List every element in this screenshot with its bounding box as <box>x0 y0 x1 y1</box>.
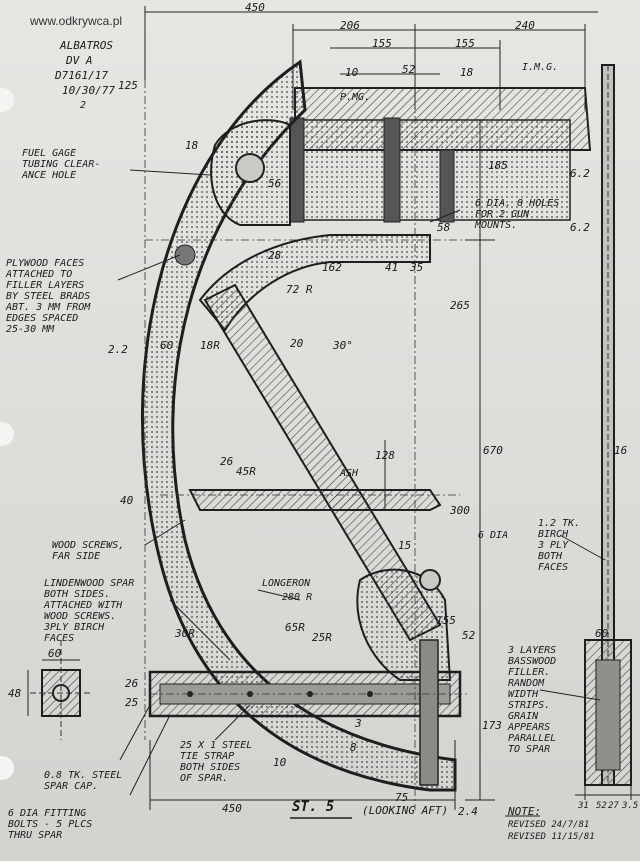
note-plywood-faces: PLYWOOD FACES ATTACHED TO FILLER LAYERS … <box>6 258 91 335</box>
note-title: NOTE: <box>508 805 542 818</box>
note-spar-cap: 0.8 TK. STEEL SPAR CAP. <box>44 770 123 792</box>
dim-155-right: 155 <box>455 37 475 50</box>
punch-hole <box>0 756 14 780</box>
note-basswood: 3 LAYERS BASSWOOD FILLER. RANDOM WIDTH S… <box>508 645 557 755</box>
dim-65r: 65R <box>285 621 305 634</box>
dim-185: 185 <box>488 159 508 172</box>
dim-3-5: 3.5 <box>622 801 639 811</box>
dim-18-top: 18 <box>185 139 199 152</box>
right-dimension-lines <box>149 120 495 810</box>
dim-162: 162 <box>322 261 342 274</box>
dim-58: 58 <box>437 221 451 234</box>
top-dimension-lines <box>144 6 598 110</box>
dim-41: 41 <box>385 261 399 274</box>
dim-72r: 72 R <box>286 283 313 296</box>
label-6-dia: 6 DIA <box>478 530 509 541</box>
dim-40: 40 <box>120 494 134 507</box>
note-gun-mounts: 6 DIA. 8 HOLES FOR 2 GUN MOUNTS. <box>475 198 560 231</box>
dim-18r: 18R <box>200 339 220 352</box>
drawing-date: 10/30/77 <box>62 84 115 97</box>
dim-52-lower: 52 <box>462 629 476 642</box>
revision-1: REVISED 24/7/81 <box>508 820 590 830</box>
label-img: I.M.G. <box>522 62 559 73</box>
dim-206: 206 <box>340 19 360 32</box>
dim-16-side: 16 <box>614 444 628 457</box>
dim-18: 18 <box>460 66 474 79</box>
dim-155-lower: 155 <box>436 614 456 627</box>
dim-48: 48 <box>8 687 22 700</box>
note-tie-strap: 25 X 1 STEEL TIE STRAP BOTH SIDES OF SPA… <box>180 740 253 784</box>
dim-25r: 25R <box>312 631 332 644</box>
dim-300: 300 <box>450 504 470 517</box>
dim-265: 265 <box>450 299 470 312</box>
aircraft-name: ALBATROS <box>60 39 113 52</box>
gun-mount-block <box>289 87 592 223</box>
label-ash: ASH <box>340 468 359 479</box>
dim-2-2: 2.2 <box>108 343 128 356</box>
note-longeron: LONGERON <box>262 578 311 589</box>
label-pmg: P.MG. <box>340 92 371 103</box>
dim-5-2: 52 <box>596 801 607 811</box>
dim-3: 3 <box>355 717 362 730</box>
dim-75: 75 <box>395 791 409 804</box>
dim-670: 670 <box>483 444 503 457</box>
revision-mark: 2 <box>80 100 87 111</box>
punch-hole <box>0 422 14 446</box>
dim-6-2: 6.2 <box>570 167 590 180</box>
note-fuel-gage: FUEL GAGE TUBING CLEAR- ANCE HOLE <box>22 148 101 181</box>
center-lines <box>144 80 470 810</box>
dim-125: 125 <box>118 79 138 92</box>
dim-155-left: 155 <box>372 37 392 50</box>
drawing-number: D7161/17 <box>55 69 108 82</box>
dim-52: 52 <box>402 63 416 76</box>
dim-56: 56 <box>268 177 282 190</box>
revision-2: REVISED 11/15/81 <box>508 832 595 842</box>
note-longeron-radius: 280 R <box>282 592 313 603</box>
side-section <box>575 64 640 800</box>
dim-20: 20 <box>290 337 304 350</box>
dim-6-2-side: 6.2 <box>570 221 590 234</box>
dim-10: 10 <box>345 66 359 79</box>
dim-15: 15 <box>398 539 412 552</box>
dim-173: 173 <box>482 719 502 732</box>
dim-2-4: 2.4 <box>458 805 478 818</box>
dim-overall-width: 450 <box>245 1 265 14</box>
dim-128: 128 <box>375 449 395 462</box>
note-birch: 1.2 TK. BIRCH 3 PLY BOTH FACES <box>538 518 581 573</box>
station-label: ST. 5 <box>292 799 335 815</box>
dim-3-1: 31 <box>578 801 589 811</box>
note-wood-screws: WOOD SCREWS, FAR SIDE <box>52 540 125 562</box>
leader-lines <box>117 169 606 796</box>
dim-35: 35 <box>410 261 424 274</box>
dim-60: 60 <box>160 339 174 352</box>
punch-hole <box>0 88 14 112</box>
dim-450-bottom: 450 <box>222 802 242 815</box>
dim-8: 8 <box>350 741 357 754</box>
dim-2-7: 27 <box>608 801 619 811</box>
dim-45r: 45R <box>236 465 256 478</box>
view-direction: (LOOKING AFT) <box>362 804 449 817</box>
dim-10-lower: 10 <box>273 756 287 769</box>
aircraft-model: DV a <box>66 54 93 67</box>
dim-28: 28 <box>268 249 282 262</box>
dim-240: 240 <box>515 19 535 32</box>
dim-60-fitting: 60 <box>48 647 62 660</box>
fitting-detail <box>27 640 92 740</box>
dim-60-side: 60 <box>595 627 609 640</box>
dim-26: 26 <box>220 455 234 468</box>
dim-25: 25 <box>125 696 139 709</box>
dim-26-lower: 26 <box>125 677 139 690</box>
watermark: www.odkrywca.pl <box>30 14 123 28</box>
dim-30-deg: 30° <box>333 339 353 352</box>
dim-30r: 30R <box>175 627 195 640</box>
note-fitting-bolts: 6 DIA FITTING BOLTS - 5 PLCS THRU SPAR <box>8 808 93 841</box>
note-lindenwood-spar: LINDENWOOD SPAR BOTH SIDES. ATTACHED WIT… <box>44 578 135 644</box>
